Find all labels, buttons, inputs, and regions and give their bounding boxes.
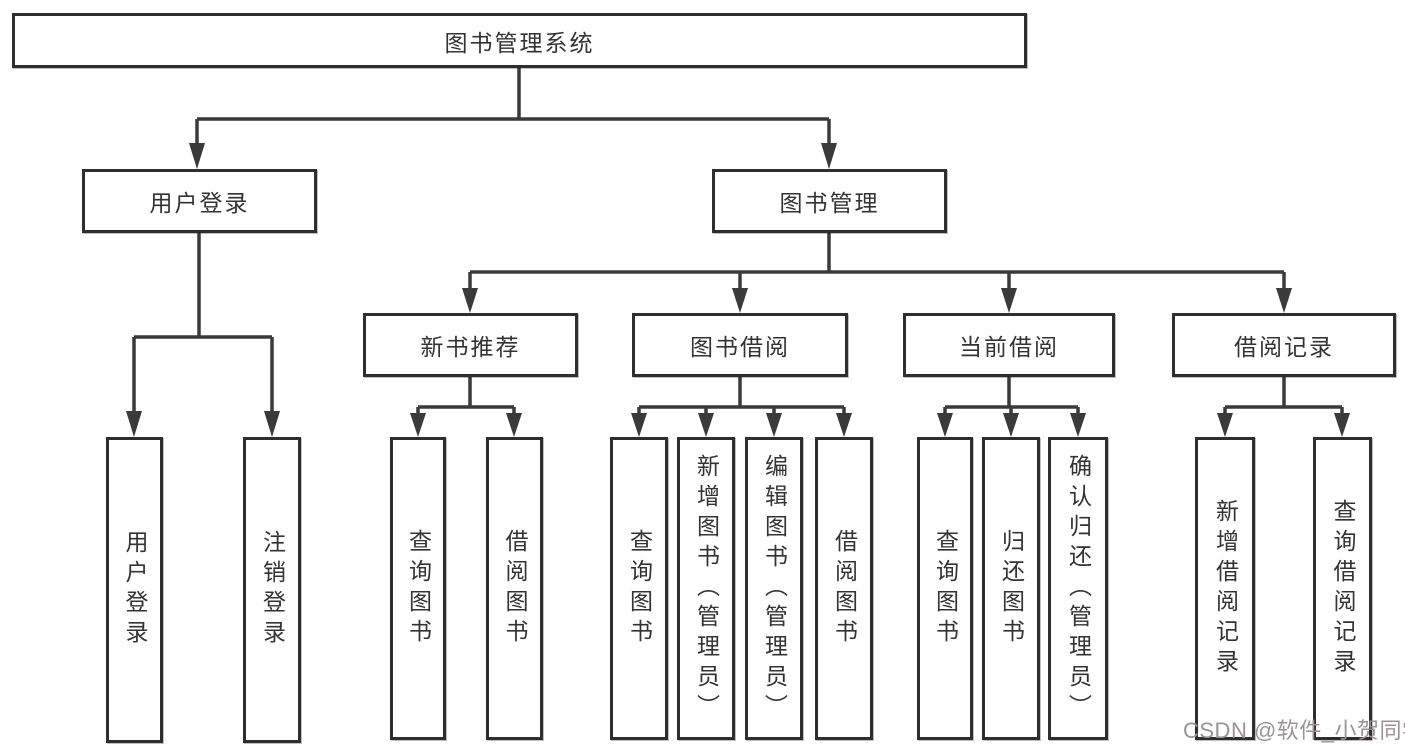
leaf-logout-label: 注销登录 [259,530,286,650]
node-book-borrow: 图书借阅 [632,313,848,377]
leaf-br-query-record: 查询借阅记录 [1313,437,1372,740]
leaf-cb-return-books: 归还图书 [982,437,1040,740]
edge-book-borrow-children [637,377,846,413]
node-borrow-records: 借阅记录 [1172,313,1396,377]
leaf-logout: 注销登录 [243,437,301,743]
leaf-bb-edit-books-admin-label: 编辑图书（管理员） [761,453,788,724]
leaf-cb-confirm-return-admin-label: 确认归还（管理员） [1065,453,1092,724]
node-book-management-label: 图书管理 [779,190,880,216]
leaf-br-add-record-label: 新增借阅记录 [1212,498,1239,679]
arrowheads [126,143,1350,437]
leaf-cb-confirm-return-admin: 确认归还（管理员） [1048,437,1108,740]
leaf-br-query-record-label: 查询借阅记录 [1330,498,1356,679]
node-user-login-label: 用户登录 [149,190,250,216]
leaf-cb-query-books: 查询图书 [917,437,973,740]
edge-book-mgmt-children [468,233,1286,288]
edge-root-to-level2 [195,68,831,144]
leaf-nb-query-books-label: 查询图书 [405,528,432,649]
edge-current-borrow-children [943,377,1080,413]
node-book-borrow-label: 图书借阅 [690,334,790,360]
node-user-login: 用户登录 [82,169,317,233]
leaf-nb-query-books: 查询图书 [390,437,446,740]
edge-borrow-records-children [1223,377,1344,413]
edge-new-books-children [416,377,516,413]
leaf-user-login: 用户登录 [106,437,163,743]
leaf-cb-return-books-label: 归还图书 [998,528,1025,649]
leaf-bb-borrow-books-label: 借阅图书 [831,528,858,649]
leaf-cb-query-books-label: 查询图书 [932,528,959,649]
node-root-label: 图书管理系统 [444,29,595,56]
leaf-bb-add-books-admin-label: 新增图书（管理员） [693,453,720,724]
node-new-book-recommend-label: 新书推荐 [420,334,521,360]
leaf-br-add-record: 新增借阅记录 [1195,437,1255,740]
leaf-bb-edit-books-admin: 编辑图书（管理员） [745,437,803,740]
edge-user-login-children [132,233,274,412]
node-borrow-records-label: 借阅记录 [1234,334,1334,360]
csdn-watermark: CSDN @软件_小贺同学 [1183,718,1405,743]
leaf-bb-borrow-books: 借阅图书 [815,437,873,740]
leaf-nb-borrow-books-label: 借阅图书 [502,528,528,649]
leaf-nb-borrow-books: 借阅图书 [486,437,543,740]
node-root: 图书管理系统 [12,13,1027,68]
node-current-borrow-label: 当前借阅 [959,334,1059,360]
node-new-book-recommend: 新书推荐 [363,313,578,377]
leaf-bb-query-books: 查询图书 [610,437,668,740]
node-book-management: 图书管理 [712,169,947,233]
leaf-user-login-label: 用户登录 [122,530,148,650]
leaf-bb-add-books-admin: 新增图书（管理员） [677,437,735,740]
leaf-bb-query-books-label: 查询图书 [626,528,653,649]
node-current-borrow: 当前借阅 [903,313,1115,377]
